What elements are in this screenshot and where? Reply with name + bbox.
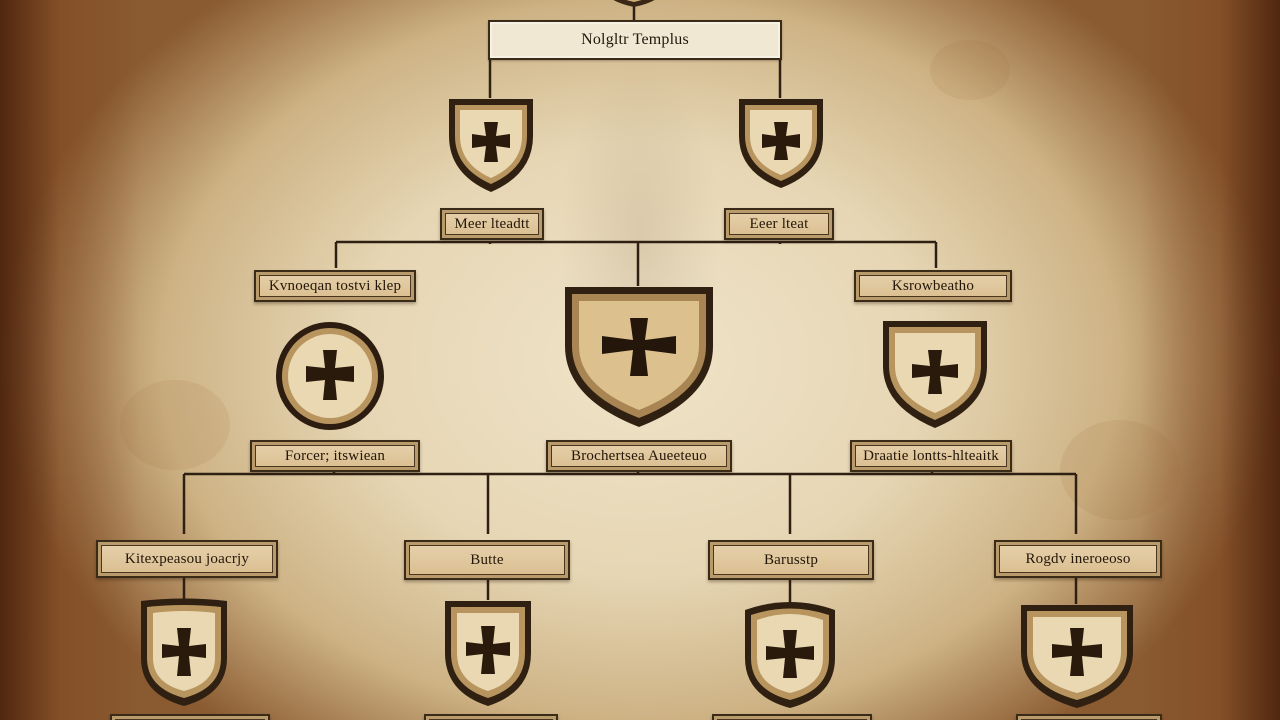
level2-label-text: Kvnoeqan tostvi klep [268, 277, 402, 294]
shield-cross-icon [1018, 602, 1136, 710]
level3-label-text: Barusstp [763, 551, 819, 568]
root-shield-icon [598, 0, 670, 8]
round-cross-medallion-icon [274, 320, 386, 432]
level1-label-text: Eeer lteat [749, 215, 809, 232]
level2-sub-label-text: Draatie lontts-hlteaitk [863, 447, 999, 464]
level2-label-right: Ksrowbeatho [854, 270, 1012, 302]
level3-label-3: Barusstp [708, 540, 874, 580]
level2-label-text: Ksrowbeatho [891, 277, 975, 294]
shield-cross-icon [442, 598, 534, 708]
level4-label-cropped [712, 714, 872, 720]
level3-label-text: Kitexpeasou joacrjy [124, 550, 250, 567]
level4-label-cropped [110, 714, 270, 720]
shield-cross-icon [880, 318, 990, 430]
level2-sub-label-left: Forcer; itswiean [250, 440, 420, 472]
level2-label-left: Kvnoeqan tostvi klep [254, 270, 416, 302]
root-label: Nolgltr Templus [488, 20, 782, 60]
level2-sub-label-text: Forcer; itswiean [284, 447, 386, 464]
level3-label-text: Butte [470, 551, 504, 568]
level3-label-2: Butte [404, 540, 570, 580]
shield-cross-icon [736, 96, 826, 190]
level2-sub-label-right: Draatie lontts-hlteaitk [850, 440, 1012, 472]
level1-label-right: Eeer lteat [724, 208, 834, 240]
root-label-text: Nolgltr Templus [581, 31, 689, 48]
shield-cross-icon [446, 96, 536, 194]
level1-label-left: Meer lteadtt [440, 208, 544, 240]
shield-cross-icon [138, 598, 230, 708]
level2-label-text: Brochertsea Aueeteuo [570, 447, 708, 464]
level3-label-text: Rogdv ineroeoso [1025, 550, 1131, 567]
shield-cross-icon-large [562, 284, 716, 430]
level4-label-cropped [424, 714, 558, 720]
level3-label-1: Kitexpeasou joacrjy [96, 540, 278, 578]
level3-label-4: Rogdv ineroeoso [994, 540, 1162, 578]
level1-label-text: Meer lteadtt [454, 215, 530, 232]
level4-label-cropped [1016, 714, 1162, 720]
level2-label-center: Brochertsea Aueeteuo [546, 440, 732, 472]
shield-cross-icon [742, 600, 838, 710]
